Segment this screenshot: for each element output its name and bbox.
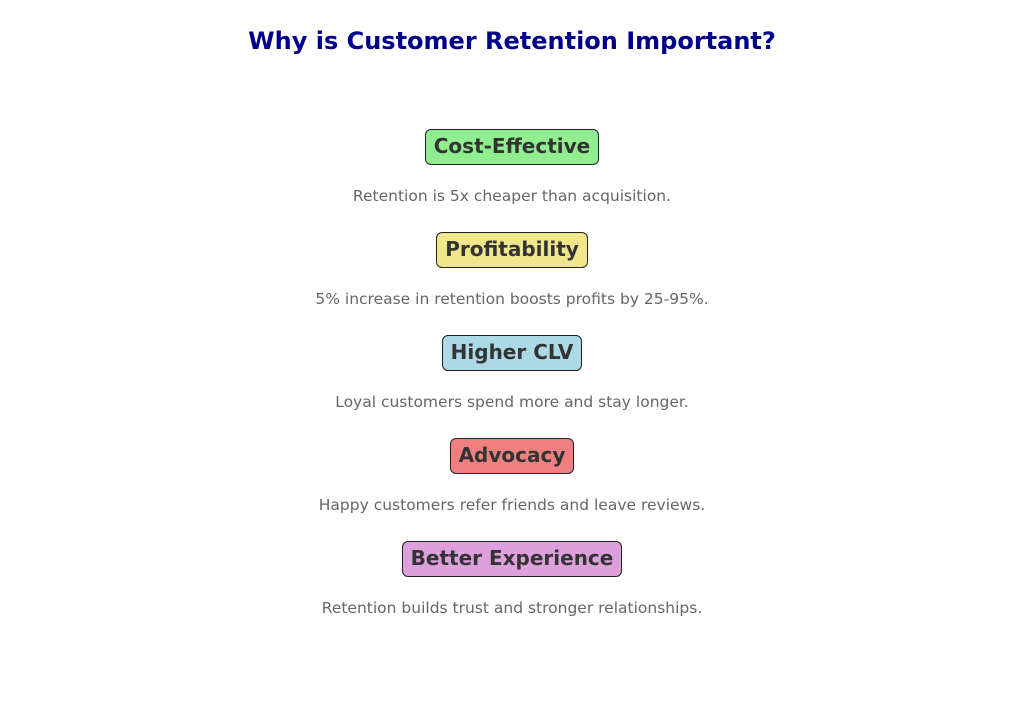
- label-cost-effective: Cost-Effective: [424, 129, 600, 165]
- badge-row: Advocacy: [0, 438, 1024, 474]
- description-better-experience: Retention builds trust and stronger rela…: [321, 599, 703, 617]
- point-profitability: Profitability 5% increase in retention b…: [0, 232, 1024, 322]
- label-higher-clv: Higher CLV: [441, 335, 583, 371]
- point-advocacy: Advocacy Happy customers refer friends a…: [0, 438, 1024, 528]
- point-better-experience: Better Experience Retention builds trust…: [0, 541, 1024, 631]
- point-cost-effective: Cost-Effective Retention is 5x cheaper t…: [0, 129, 1024, 219]
- badge-row: Profitability: [0, 232, 1024, 268]
- page-title: Why is Customer Retention Important?: [248, 27, 776, 55]
- badge-row: Higher CLV: [0, 335, 1024, 371]
- description-profitability: 5% increase in retention boosts profits …: [315, 290, 709, 308]
- description-advocacy: Happy customers refer friends and leave …: [318, 496, 706, 514]
- badge-row: Better Experience: [0, 541, 1024, 577]
- description-cost-effective: Retention is 5x cheaper than acquisition…: [352, 187, 672, 205]
- description-higher-clv: Loyal customers spend more and stay long…: [335, 393, 689, 411]
- label-better-experience: Better Experience: [401, 541, 623, 577]
- badge-row: Cost-Effective: [0, 129, 1024, 165]
- label-profitability: Profitability: [436, 232, 588, 268]
- label-advocacy: Advocacy: [449, 438, 575, 474]
- point-higher-clv: Higher CLV Loyal customers spend more an…: [0, 335, 1024, 425]
